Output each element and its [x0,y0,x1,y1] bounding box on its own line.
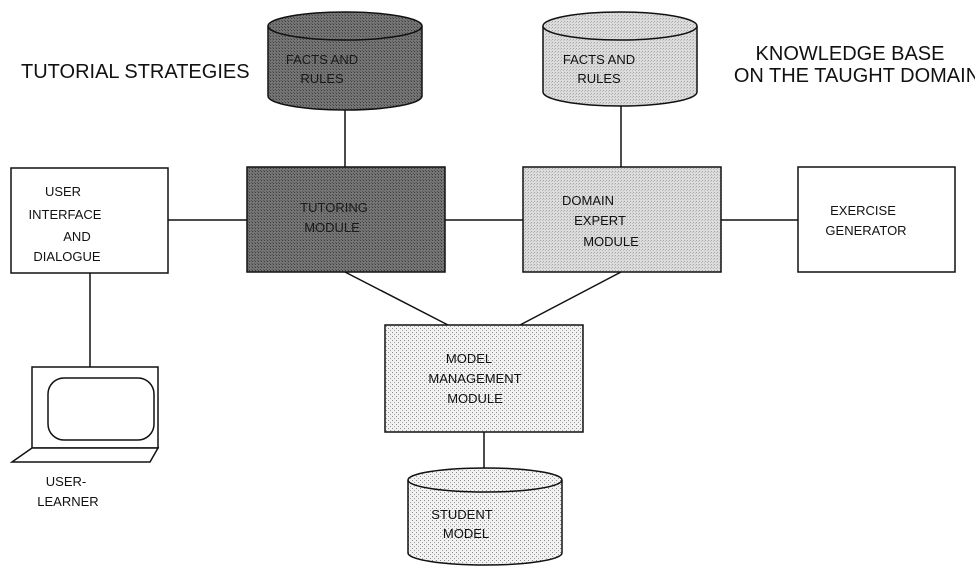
user-learner-line2: LEARNER [37,494,98,509]
student-model-cylinder: STUDENT MODEL [407,467,563,566]
facts-rules-domain-line1: FACTS AND [563,52,635,67]
model-management-module-box: MODEL MANAGEMENT MODULE [384,324,584,433]
student-model-line1: STUDENT [431,507,492,522]
domain-expert-module-box: DOMAIN EXPERT MODULE [522,166,722,273]
student-model-line2: MODEL [443,526,489,541]
model-management-line2: MANAGEMENT [428,371,521,386]
user-interface-line1: USER [45,184,81,199]
tutoring-module-box: TUTORING MODULE [246,166,446,273]
tutorial-strategies-heading: TUTORIAL STRATEGIES [21,61,250,83]
user-interface-line2: INTERFACE [29,207,102,222]
facts-rules-domain-cylinder: FACTS AND RULES [542,11,698,107]
user-interface-box: USER INTERFACE AND DIALOGUE [10,167,169,274]
model-management-line1: MODEL [446,351,492,366]
facts-rules-tutorial-cylinder: FACTS AND RULES [267,11,423,111]
exercise-generator-line2: GENERATOR [825,223,906,238]
facts-rules-tutorial-line2: RULES [300,71,344,86]
connectors [89,106,798,468]
user-learner-line1: USER- [46,474,86,489]
exercise-generator-box: EXERCISE GENERATOR [797,166,956,273]
laptop-icon [9,366,160,463]
domain-expert-line2: EXPERT [574,213,626,228]
model-management-line3: MODULE [447,391,503,406]
connector-tutoring-model [344,271,449,326]
exercise-generator-line1: EXERCISE [830,203,896,218]
knowledge-base-heading-line2: ON THE TAUGHT DOMAIN [734,65,975,87]
domain-expert-line1: DOMAIN [562,193,614,208]
tutoring-module-line2: MODULE [304,220,360,235]
user-interface-line4: DIALOGUE [33,249,101,264]
facts-rules-domain-line2: RULES [577,71,621,86]
user-interface-line3: AND [63,229,90,244]
tutoring-module-line1: TUTORING [300,200,368,215]
facts-rules-tutorial-line1: FACTS AND [286,52,358,67]
domain-expert-line3: MODULE [583,234,639,249]
knowledge-base-heading-line1: KNOWLEDGE BASE [756,43,945,65]
connector-domain-model [519,271,622,326]
